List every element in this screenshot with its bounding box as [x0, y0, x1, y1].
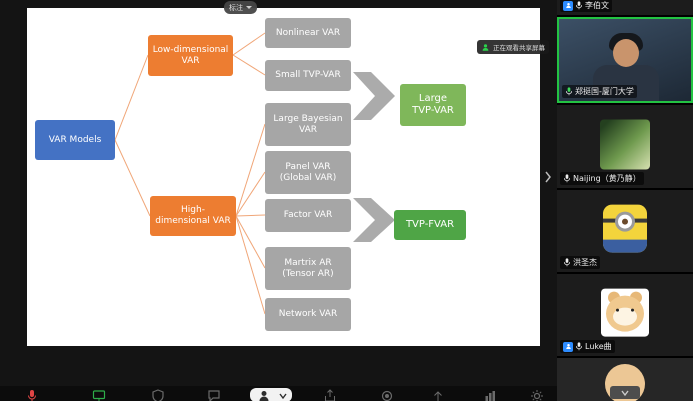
annotation-label: 标注 [229, 3, 243, 12]
annotation-pill[interactable]: 标注 [224, 1, 257, 14]
host-badge-icon [563, 0, 573, 11]
participant-name: 李伯文 [585, 1, 609, 10]
chevron-right-icon [545, 171, 551, 183]
screen-share-area: 标注 V [0, 0, 557, 401]
diagram-node-panel-var: Panel VAR (Global VAR) [265, 151, 351, 194]
participants-sidebar: 李伯文 郑挺国-厦门大学 [557, 0, 693, 401]
chat-icon[interactable] [207, 389, 221, 401]
participant-name-label: Luke曲 [560, 340, 615, 353]
participant-name: 洪圣杰 [573, 258, 597, 267]
polls-icon[interactable] [483, 389, 497, 401]
bottom-toolbar [0, 386, 557, 401]
security-icon[interactable] [151, 389, 165, 401]
participant-tile-naijing[interactable]: Naijing（黄乃静） [557, 105, 693, 188]
participant-name: Naijing（黄乃静） [573, 174, 641, 183]
diagram-node-network-var: Network VAR [265, 298, 351, 331]
diagram-connectors [114, 32, 395, 315]
record-icon[interactable] [380, 389, 394, 401]
participant-name-label: 李伯文 [560, 0, 612, 12]
diagram-node-factor-var: Factor VAR [265, 199, 351, 232]
diagram-node-small-tvp-var: Small TVP-VAR [265, 60, 351, 91]
raise-hand-icon[interactable] [431, 389, 445, 401]
scroll-more-participants-button[interactable] [610, 386, 640, 399]
chevron-down-icon[interactable] [276, 389, 290, 401]
host-badge-icon [563, 341, 573, 352]
participant-tile-libowen[interactable]: 李伯文 [557, 0, 693, 15]
participant-name-label: 洪圣杰 [560, 256, 600, 269]
mic-icon [564, 258, 570, 267]
chevron-down-icon [621, 390, 629, 396]
chevron-down-icon [246, 6, 252, 9]
participant-name-label: Naijing（黄乃静） [560, 172, 644, 185]
mic-active-icon [566, 87, 572, 96]
participants-icon[interactable] [257, 389, 271, 401]
mic-icon [576, 342, 582, 351]
presenter-icon [482, 43, 489, 51]
share-icon[interactable] [323, 389, 337, 401]
participant-name-label: 郑挺国-厦门大学 [562, 85, 637, 98]
diagram-node-var-models: VAR Models [35, 120, 115, 160]
participant-tile-hongshengjie[interactable]: 洪圣杰 [557, 190, 693, 272]
settings-gear-icon[interactable] [530, 389, 544, 401]
chevron-arrow-icon [353, 72, 395, 242]
participant-tile-zhengtingguo[interactable]: 郑挺国-厦门大学 [557, 17, 693, 103]
active-tool-highlight [250, 388, 292, 401]
mic-muted-icon[interactable] [25, 389, 39, 401]
diagram-node-large-tvp-var: Large TVP-VAR [400, 84, 466, 126]
diagram-node-high-dimensional-var: High- dimensional VAR [150, 196, 236, 236]
avatar [600, 119, 650, 169]
mic-icon [576, 1, 582, 10]
diagram-node-large-bayesian-var: Large Bayesian VAR [265, 103, 351, 146]
share-notice: 正在观看共享屏幕 [477, 40, 549, 54]
sidebar-collapse-button[interactable] [541, 164, 555, 190]
shared-slide: VAR Models Low-dimensional VAR High- dim… [27, 8, 540, 346]
diagram-node-matrix-ar: Martrix AR (Tensor AR) [265, 247, 351, 290]
screen-share-icon[interactable] [92, 389, 106, 401]
share-notice-text: 正在观看共享屏幕 [493, 44, 545, 52]
participant-name: 郑挺国-厦门大学 [575, 87, 634, 96]
avatar [603, 204, 647, 253]
participant-tile-luke[interactable]: Luke曲 [557, 274, 693, 356]
mic-icon [564, 174, 570, 183]
diagram-node-tvp-fvar: TVP-FVAR [394, 210, 466, 240]
avatar [601, 288, 649, 337]
diagram-node-nonlinear-var: Nonlinear VAR [265, 18, 351, 48]
participant-tile-partial[interactable] [557, 358, 693, 401]
participant-name: Luke曲 [585, 342, 612, 351]
diagram-node-low-dimensional-var: Low-dimensional VAR [148, 35, 233, 76]
